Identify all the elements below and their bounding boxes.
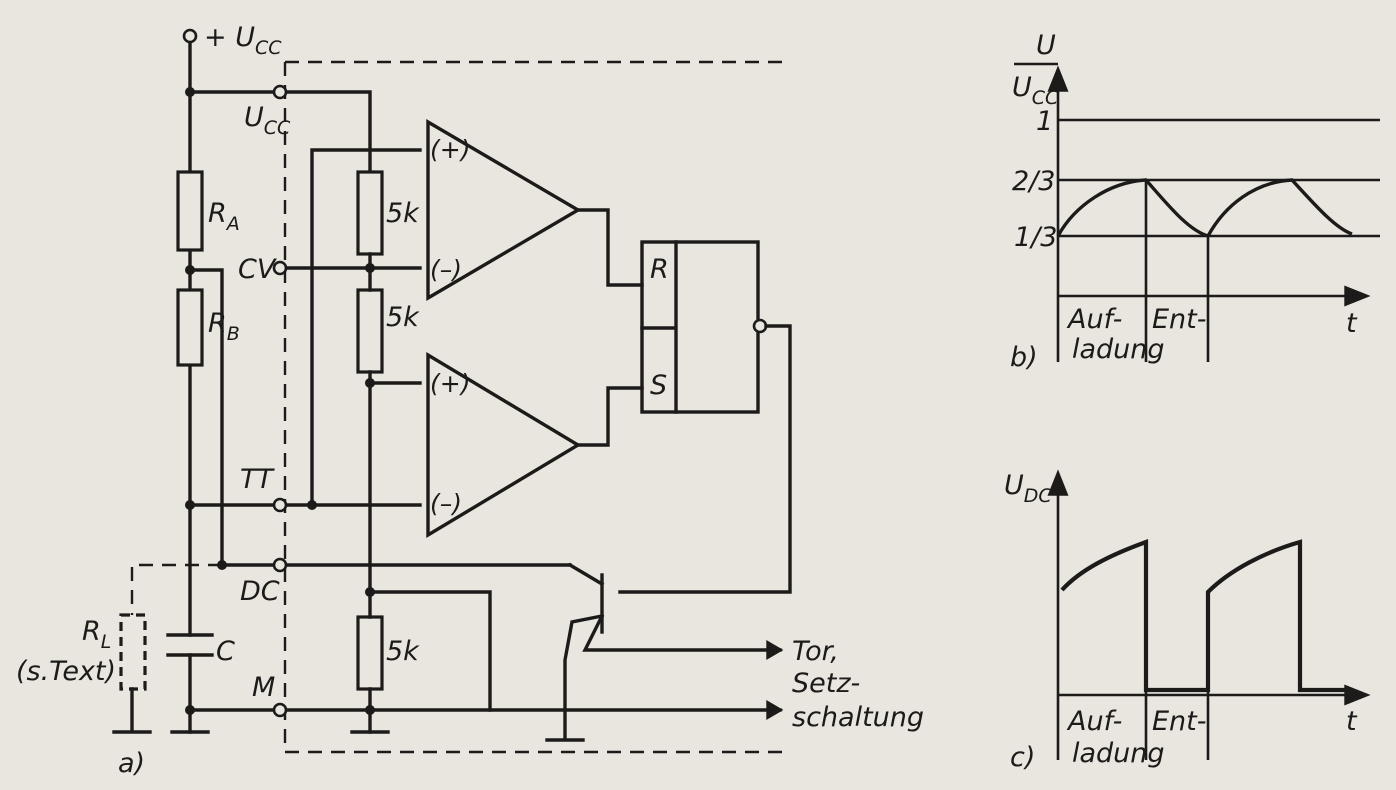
- divider-resistor-1: [356, 170, 384, 256]
- graph-b-tick-2-3: 2/3: [1012, 166, 1055, 197]
- junction-dot: [185, 705, 195, 715]
- graph-b-tick-1: 1: [1036, 106, 1053, 137]
- graph-c-y-arrow: [1047, 469, 1069, 496]
- output-arrow-2: [766, 700, 784, 720]
- comparator-lower-out: [576, 386, 644, 447]
- graph-b-phase-1b: ladung: [1072, 334, 1165, 365]
- graph-c-phase-1a: Auf-: [1066, 706, 1122, 737]
- graph-b-y-label-den: UCC: [1012, 72, 1059, 109]
- rl-dashed-link: [130, 563, 222, 615]
- flipflop-r-label: R: [650, 254, 669, 285]
- output-label-3: schaltung: [792, 702, 924, 733]
- output-arrow-1: [766, 640, 784, 660]
- graph-b-x-label: t: [1346, 308, 1358, 339]
- output-label-2: Setz-: [792, 668, 860, 699]
- pin-ucc-label: UCC: [244, 102, 291, 139]
- circuit-schematic: + UCC UCC CV TT DC M RA RB RL (s.Text) C…: [16, 22, 924, 779]
- upper-minus-label: (–): [430, 255, 462, 284]
- resistor-rb: [176, 288, 204, 367]
- pin-m-label: M: [252, 672, 275, 703]
- flipflop-s-label: S: [650, 370, 667, 401]
- graph-b-phase-1a: Auf-: [1066, 304, 1122, 335]
- pin-tt-label: TT: [240, 464, 275, 495]
- graph-c-x-arrow: [1344, 684, 1371, 706]
- graph-b-capacitor-voltage: [1056, 178, 1353, 239]
- resistor-rl: [119, 613, 147, 691]
- junction-dot: [365, 705, 375, 715]
- upper-plus-label: (+): [430, 135, 470, 164]
- supply-terminal: [182, 28, 198, 44]
- comparator-lower: [426, 351, 582, 539]
- divider-resistor-3: [356, 615, 384, 691]
- pin-ucc-terminal: [272, 84, 288, 100]
- panel-c-label: c): [1010, 742, 1035, 773]
- graph-c: UDC t Auf- ladung Ent- c): [1004, 469, 1371, 773]
- graph-b-y-arrow: [1047, 65, 1069, 92]
- transistor-emitter: [545, 613, 605, 742]
- flipflop-divider: [640, 240, 678, 414]
- c-label: C: [216, 636, 235, 667]
- graph-b-x-arrow: [1344, 285, 1371, 307]
- threshold-link: [310, 148, 422, 507]
- lower-plus-label: (+): [430, 369, 470, 398]
- divider-label-3: 5k: [386, 636, 420, 667]
- graph-b-y-label-num: U: [1036, 30, 1056, 61]
- comparator-upper-out: [576, 208, 644, 287]
- output-label-1: Tor,: [792, 636, 839, 667]
- graph-c-phase-markers: [1144, 690, 1210, 760]
- junction-dot: [365, 378, 375, 388]
- pin-dc-label: DC: [240, 576, 280, 607]
- flipflop-inverted-output: [752, 318, 768, 334]
- flipflop-out-line: [618, 324, 792, 594]
- graph-c-x-label: t: [1346, 706, 1358, 737]
- pin-cv-terminal: [272, 260, 288, 276]
- panel-b-label: b): [1010, 342, 1038, 373]
- pin-m-terminal: [272, 702, 288, 718]
- ground-rl: [112, 687, 152, 734]
- resistor-ra: [176, 170, 204, 252]
- graph-c-phase-2: Ent-: [1152, 706, 1207, 737]
- capacitor-c: [166, 633, 214, 657]
- ic-boundary: [283, 62, 785, 754]
- junction-dot: [185, 500, 195, 510]
- pin-dc-terminal: [272, 557, 288, 573]
- discharge-link: [188, 268, 224, 567]
- graph-c-phase-1b: ladung: [1072, 738, 1165, 769]
- comparator-upper: [426, 119, 582, 301]
- divider-label-2: 5k: [386, 302, 420, 333]
- pin-cv-label: CV: [238, 254, 278, 285]
- pin-tt-terminal: [272, 497, 288, 513]
- ra-label: RA: [208, 198, 240, 235]
- junction-dot: [365, 263, 375, 273]
- divider-label-1: 5k: [386, 198, 420, 229]
- transistor-collector: [567, 562, 605, 587]
- graph-b-tick-1-3: 1/3: [1014, 222, 1057, 253]
- graph-b-phase-markers: [1144, 180, 1210, 362]
- graph-b-phase-2: Ent-: [1152, 304, 1207, 335]
- transistor-to-output: [582, 613, 782, 652]
- rl-note: (s.Text): [16, 656, 116, 687]
- graph-c-y-label: UDC: [1004, 470, 1052, 507]
- divider-resistor-2: [356, 288, 384, 374]
- junction-dot: [365, 587, 375, 597]
- graph-c-dc-voltage: [1060, 539, 1346, 693]
- graph-b: U UCC 1 2/3 1/3 t Auf- ladung Ent- b): [1010, 30, 1380, 373]
- rl-label: RL: [82, 616, 111, 653]
- rb-label: RB: [208, 308, 240, 345]
- lower-minus-label: (–): [430, 489, 462, 518]
- divider-bottom-link: [368, 590, 492, 712]
- supply-label: + UCC: [204, 22, 282, 59]
- panel-a-label: a): [118, 748, 145, 779]
